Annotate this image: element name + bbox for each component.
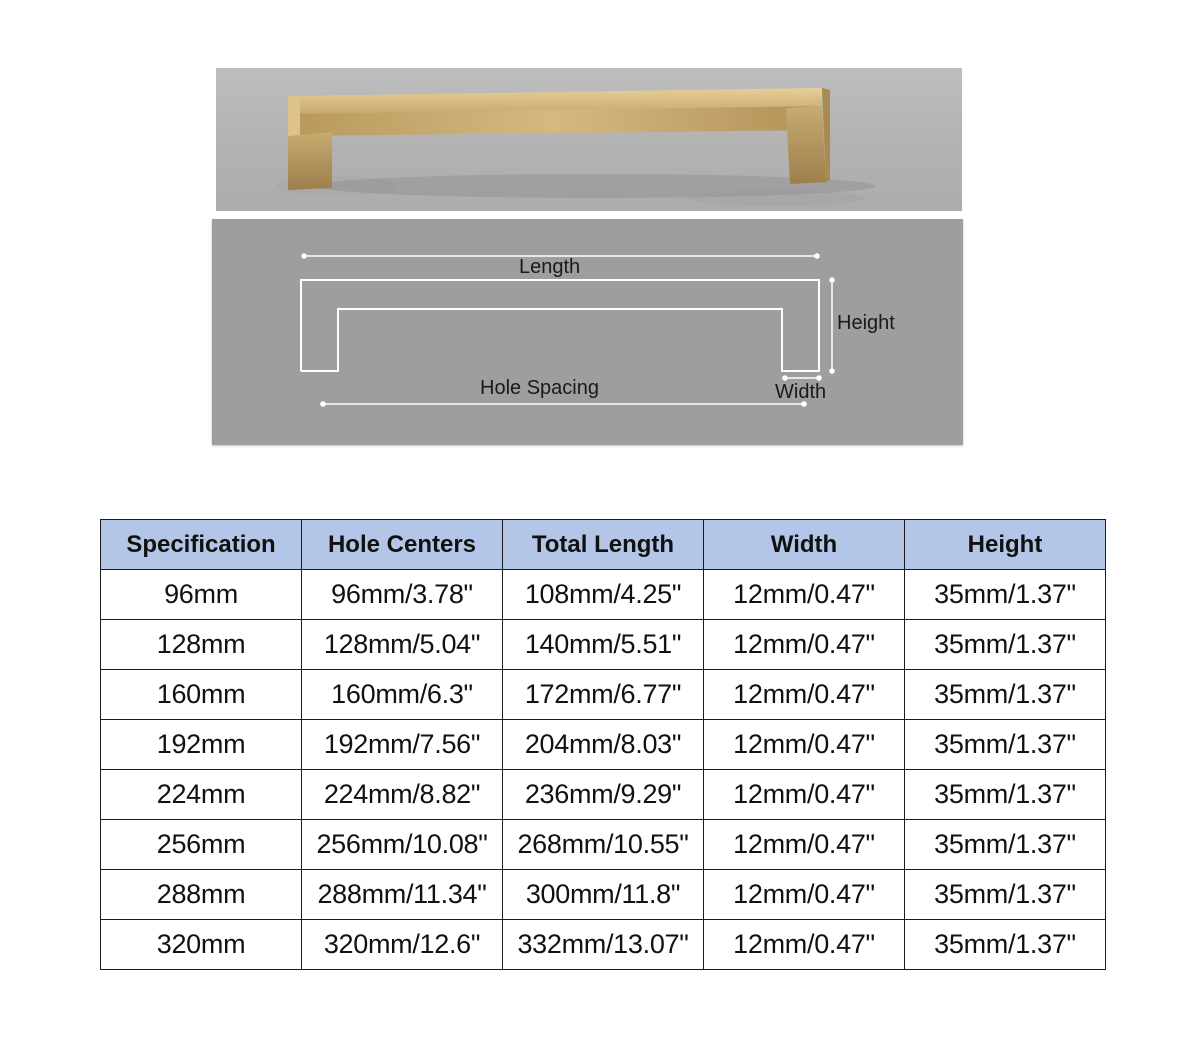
total-length-cell: 268mm/10.55" — [502, 819, 704, 870]
column-header-width: Width — [703, 519, 905, 570]
product-photo — [216, 68, 962, 211]
dimension-diagram: Length Height Hole Spacing Width — [212, 219, 963, 445]
width-cell: 12mm/0.47" — [703, 919, 905, 970]
width-cell: 12mm/0.47" — [703, 769, 905, 820]
column-header-total-length: Total Length — [502, 519, 704, 570]
total-length-cell: 204mm/8.03" — [502, 719, 704, 770]
hole-centers-cell: 160mm/6.3" — [301, 669, 503, 720]
length-label: Length — [519, 256, 581, 278]
column-header-hole-centers: Hole Centers — [301, 519, 503, 570]
height-cell: 35mm/1.37" — [904, 819, 1106, 870]
width-cell: 12mm/0.47" — [703, 619, 905, 670]
hole-centers-cell: 192mm/7.56" — [301, 719, 503, 770]
width-cell: 12mm/0.47" — [703, 819, 905, 870]
hole-spacing-label: Hole Spacing — [480, 377, 599, 399]
hole-centers-cell: 320mm/12.6" — [301, 919, 503, 970]
total-length-cell: 236mm/9.29" — [502, 769, 704, 820]
handle-outline-diagram — [300, 253, 835, 407]
table-header-row: Specification Hole Centers Total Length … — [100, 519, 1106, 570]
column-header-height: Height — [904, 519, 1106, 570]
total-length-cell: 332mm/13.07" — [502, 919, 704, 970]
column-header-specification: Specification — [100, 519, 302, 570]
total-length-cell: 172mm/6.77" — [502, 669, 704, 720]
width-cell: 12mm/0.47" — [703, 569, 905, 620]
hole-centers-cell: 256mm/10.08" — [301, 819, 503, 870]
height-cell: 35mm/1.37" — [904, 719, 1106, 770]
specification-cell: 96mm — [100, 569, 302, 620]
specification-cell: 160mm — [100, 669, 302, 720]
specification-cell: 320mm — [100, 919, 302, 970]
height-cell: 35mm/1.37" — [904, 569, 1106, 620]
hole-centers-cell: 224mm/8.82" — [301, 769, 503, 820]
hole-centers-cell: 128mm/5.04" — [301, 619, 503, 670]
hole-centers-cell: 288mm/11.34" — [301, 869, 503, 920]
gold-handle-image — [216, 68, 962, 211]
width-label: Width — [775, 381, 827, 403]
height-cell: 35mm/1.37" — [904, 669, 1106, 720]
width-cell: 12mm/0.47" — [703, 719, 905, 770]
specification-cell: 192mm — [100, 719, 302, 770]
specification-cell: 224mm — [100, 769, 302, 820]
width-cell: 12mm/0.47" — [703, 669, 905, 720]
width-cell: 12mm/0.47" — [703, 869, 905, 920]
height-cell: 35mm/1.37" — [904, 769, 1106, 820]
height-cell: 35mm/1.37" — [904, 869, 1106, 920]
hole-centers-cell: 96mm/3.78" — [301, 569, 503, 620]
total-length-cell: 108mm/4.25" — [502, 569, 704, 620]
specification-cell: 288mm — [100, 869, 302, 920]
total-length-cell: 300mm/11.8" — [502, 869, 704, 920]
height-cell: 35mm/1.37" — [904, 619, 1106, 670]
total-length-cell: 140mm/5.51" — [502, 619, 704, 670]
height-label: Height — [837, 312, 895, 334]
specification-table: Specification Hole Centers Total Length … — [100, 519, 1106, 970]
specification-cell: 128mm — [100, 619, 302, 670]
specification-cell: 256mm — [100, 819, 302, 870]
height-cell: 35mm/1.37" — [904, 919, 1106, 970]
